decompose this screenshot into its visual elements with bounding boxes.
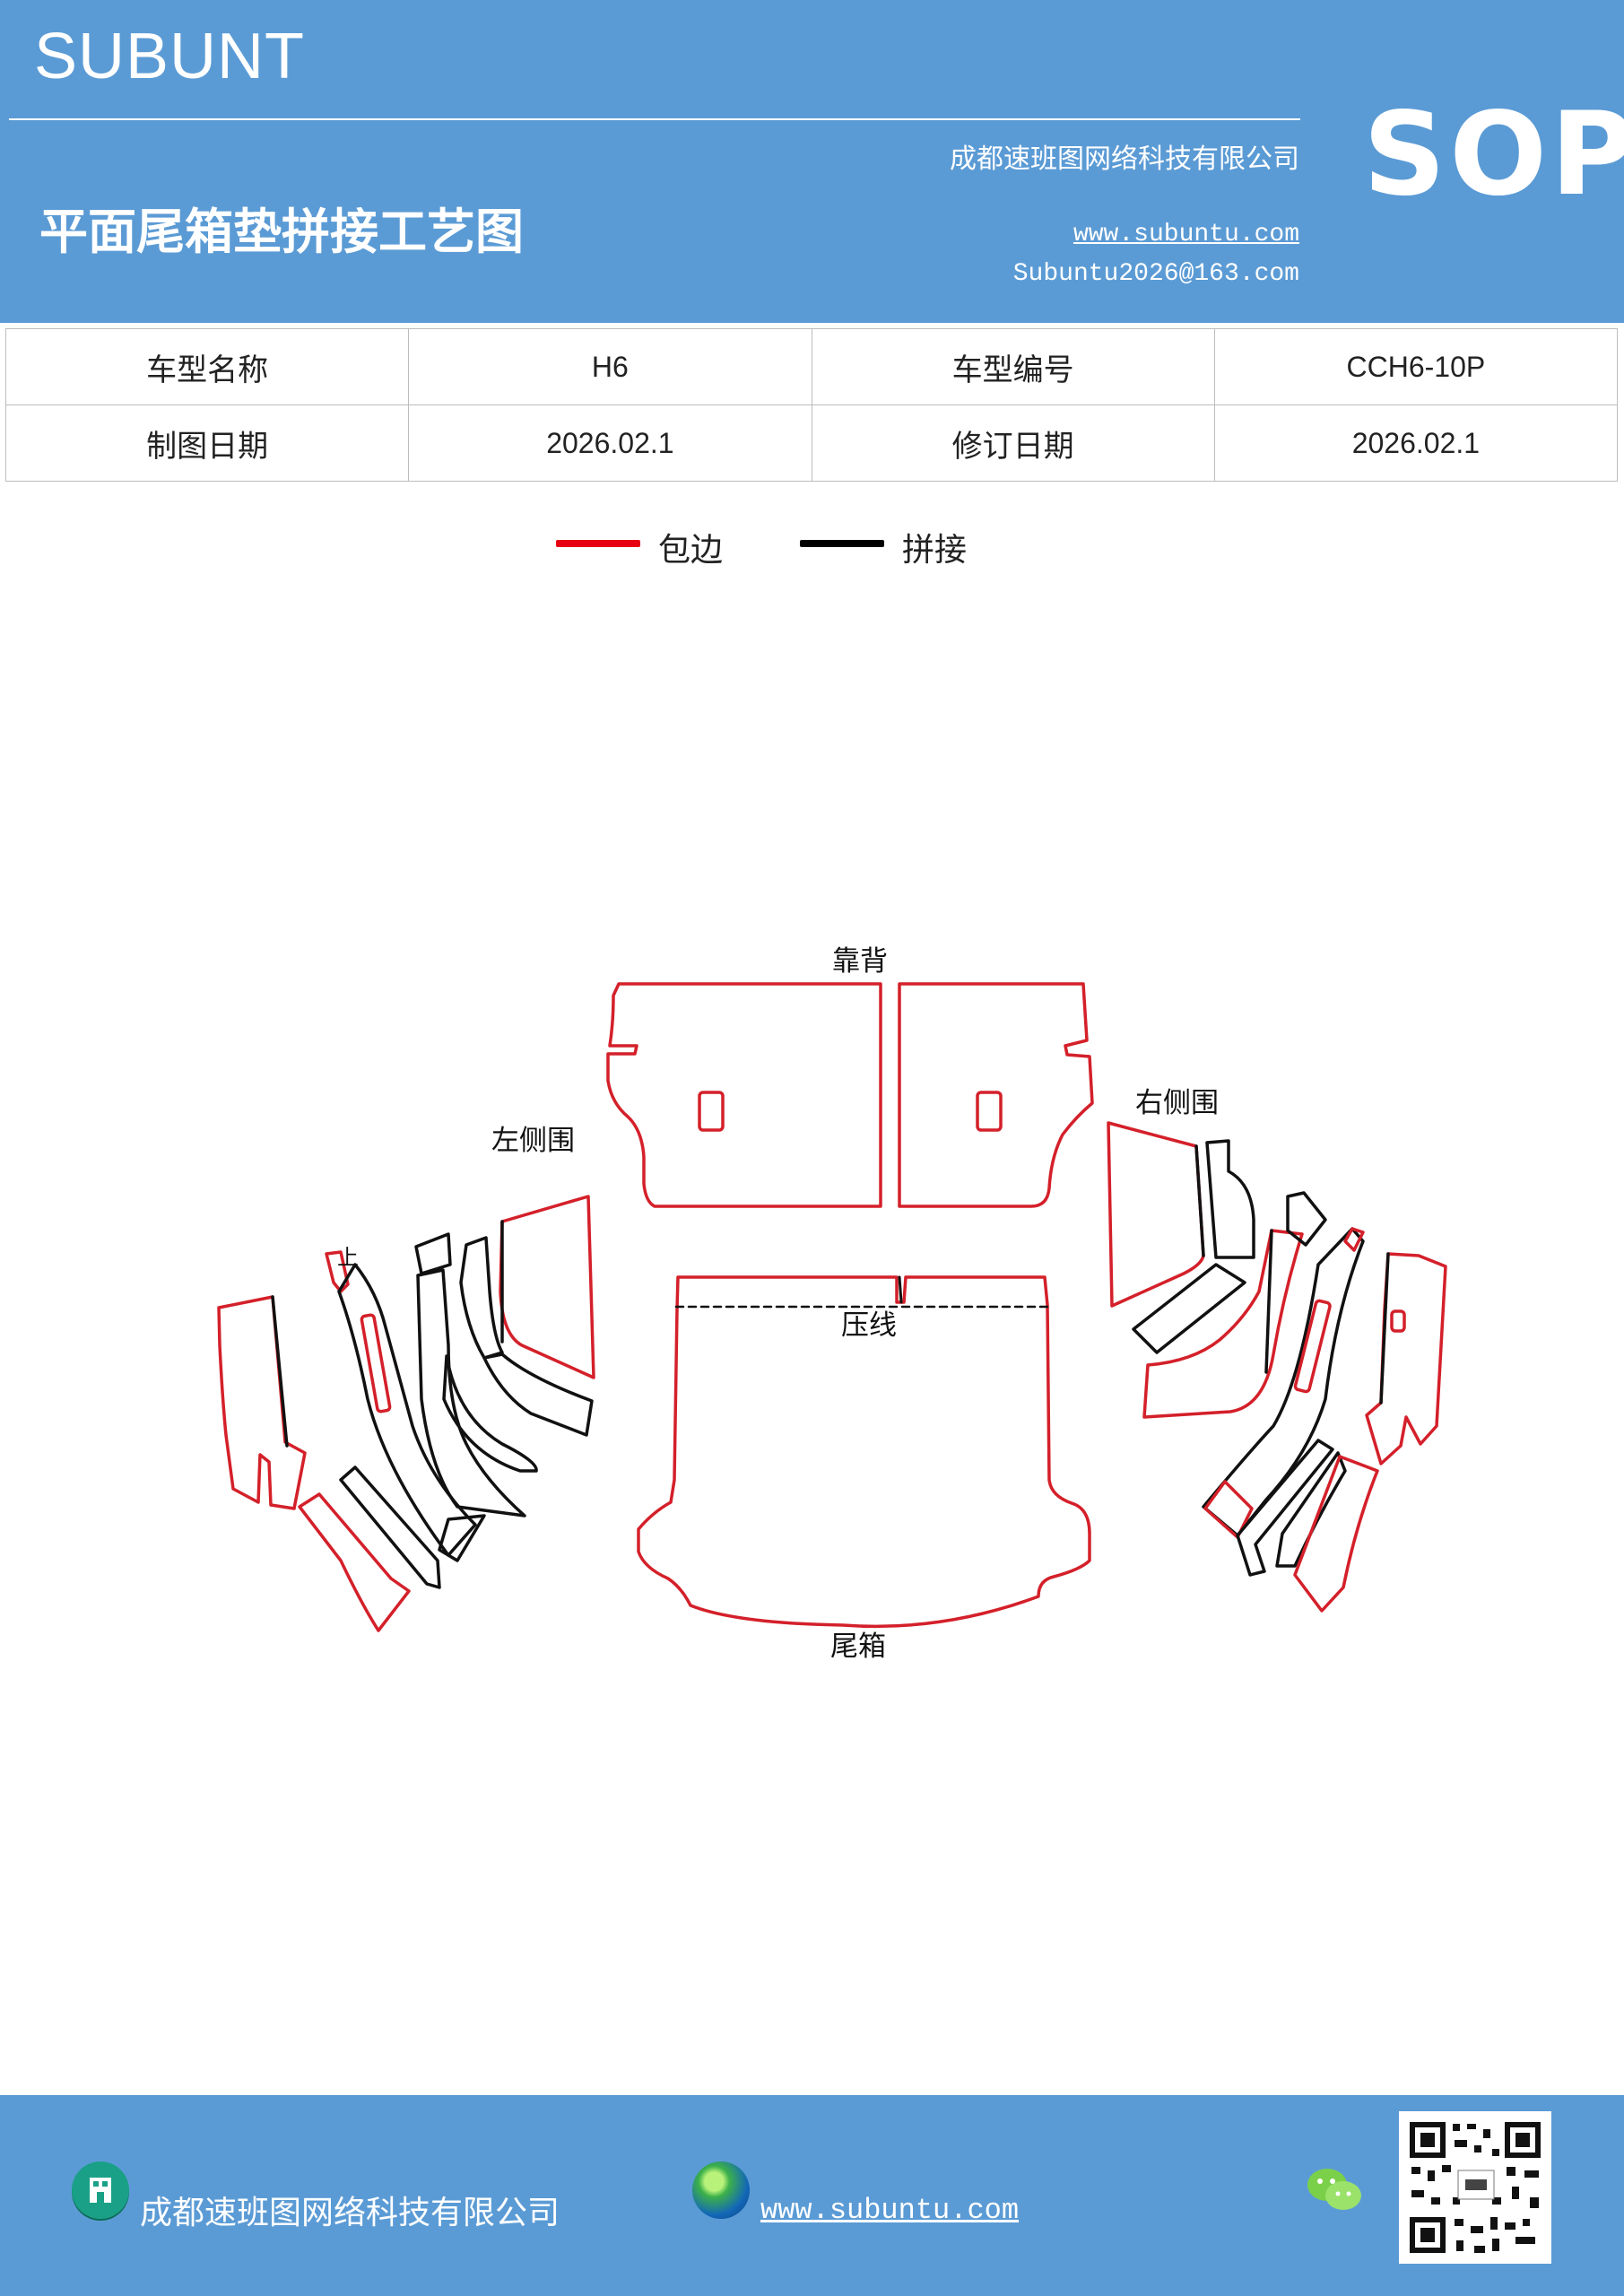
table-row: 制图日期 2026.02.1 修订日期 2026.02.1	[4, 404, 1619, 482]
right-upper-panel	[1107, 1121, 1205, 1308]
footer-company-name: 成都速班图网络科技有限公司	[140, 2195, 560, 2231]
left-outer-seam	[271, 1295, 289, 1448]
right-lower-seam	[1264, 1229, 1273, 1374]
right-bottom-fan-1	[1203, 1480, 1254, 1539]
building-icon	[72, 2161, 129, 2219]
table-row: 车型名称 H6 车型编号 CCH6-10P	[4, 328, 1619, 405]
right-long-strip	[1202, 1227, 1365, 1537]
table-cell: 车型名称	[4, 328, 410, 405]
diagram-labels: 靠背 左侧围 右侧围 压线 尾箱 上	[337, 945, 1219, 1663]
left-mid-strip	[459, 1236, 504, 1360]
left-bottom-fan-1	[298, 1492, 411, 1632]
right-bottom-fan-3	[1275, 1451, 1347, 1568]
backrest-left-cutout	[698, 1091, 725, 1132]
right-outer-seam	[1379, 1252, 1390, 1405]
left-top-tab	[414, 1232, 452, 1275]
label-right-side: 右侧围	[1135, 1087, 1219, 1119]
right-upper-seam	[1194, 1144, 1205, 1257]
email-address: Subuntu2026@163.com	[1012, 260, 1299, 288]
table-cell: 2026.02.1	[1213, 404, 1619, 482]
left-up-strip	[325, 1250, 350, 1293]
right-accent-strip	[1343, 1227, 1365, 1252]
table-cell: 修订日期	[811, 404, 1215, 482]
left-wedge	[442, 1354, 538, 1473]
company-name: 成都速班图网络科技有限公司	[950, 144, 1299, 175]
sop-badge: SOP	[1363, 88, 1624, 222]
left-long-strip	[337, 1263, 477, 1557]
header-divider	[9, 118, 1300, 120]
left-outer-panel	[217, 1295, 307, 1510]
label-backrest: 靠背	[832, 945, 888, 978]
right-small-tab	[1286, 1191, 1327, 1247]
label-crease: 压线	[841, 1309, 897, 1342]
backrest-right-panel	[898, 982, 1094, 1208]
table-cell: 制图日期	[4, 404, 410, 482]
legend-swatch-red	[556, 540, 640, 547]
table-cell: CCH6-10P	[1213, 328, 1619, 405]
table-cell: H6	[408, 328, 812, 405]
header-banner: SUBUNT 成都速班图网络科技有限公司 平面尾箱垫拼接工艺图 www.subu…	[0, 0, 1624, 323]
right-bottom-fan-4	[1293, 1455, 1379, 1613]
legend-label: 包边	[658, 532, 724, 569]
qr-code	[1399, 2111, 1551, 2264]
website-link[interactable]: www.subuntu.com	[1073, 221, 1299, 248]
right-narrow-strip	[1205, 1139, 1255, 1259]
wechat-icon[interactable]	[1302, 2161, 1367, 2219]
left-upper-panel	[499, 1195, 595, 1379]
vehicle-info-table: 车型名称 H6 车型编号 CCH6-10P 制图日期 2026.02.1 修订日…	[4, 328, 1619, 482]
trunk-main-panel	[637, 1275, 1091, 1629]
table-cell: 车型编号	[811, 328, 1215, 405]
label-left-side: 左侧围	[491, 1125, 575, 1157]
legend-label: 拼接	[902, 532, 968, 569]
left-bottom-fan-3	[438, 1514, 486, 1562]
right-diagonal-strip	[1132, 1263, 1246, 1354]
right-outer-slot	[1390, 1309, 1406, 1333]
right-long-strip-slot	[1293, 1299, 1332, 1394]
right-bottom-fan-2	[1236, 1439, 1334, 1577]
left-lower-panel	[482, 1352, 594, 1437]
brand-name: SUBUNT	[34, 21, 306, 92]
footer-banner: 成都速班图网络科技有限公司 www.subuntu.com	[0, 2095, 1624, 2296]
label-up-mark: 上	[337, 1245, 359, 1270]
legend-swatch-black	[800, 540, 884, 547]
left-pillar-strip	[416, 1268, 526, 1518]
table-cell: 2026.02.1	[408, 404, 812, 482]
left-bottom-fan-2	[339, 1465, 441, 1589]
backrest-right-cutout	[976, 1091, 1003, 1132]
label-trunk: 尾箱	[830, 1631, 886, 1663]
footer-website-link[interactable]: www.subuntu.com	[760, 2194, 1020, 2227]
backrest-left-panel	[606, 982, 882, 1208]
document-title: 平面尾箱垫拼接工艺图	[39, 203, 524, 260]
right-outer-panel	[1365, 1252, 1447, 1465]
globe-icon	[692, 2161, 750, 2219]
trunk-splice-seam	[898, 1275, 903, 1304]
left-long-strip-slot	[360, 1313, 392, 1413]
